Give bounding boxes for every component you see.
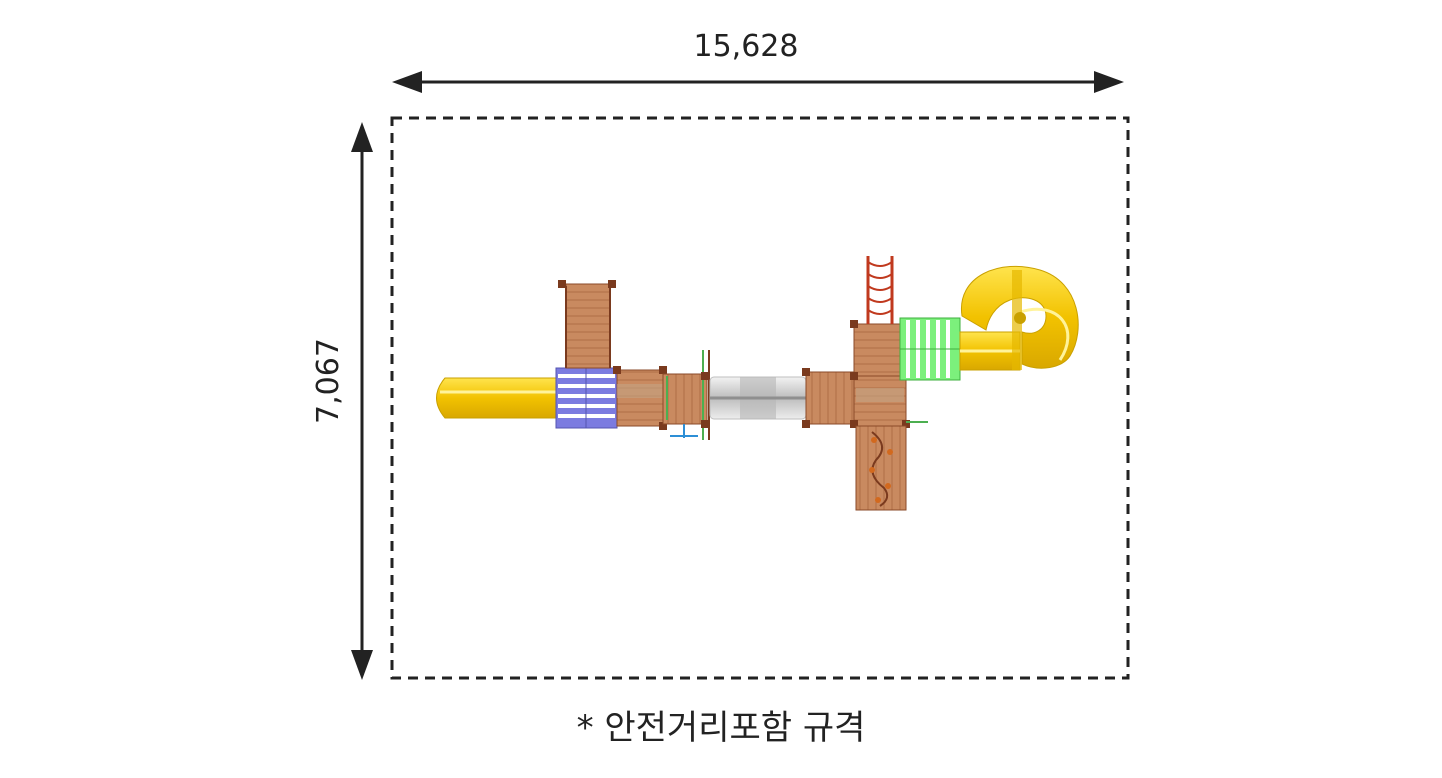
width-arrow-right bbox=[1094, 71, 1124, 93]
width-dimension: 15,628 bbox=[392, 29, 1124, 93]
tower-deck bbox=[850, 320, 928, 428]
climbing-wall bbox=[855, 425, 907, 511]
safety-distance-note: * 안전거리포함 규격 bbox=[576, 708, 866, 748]
straight-slide bbox=[436, 377, 561, 419]
red-ladder bbox=[866, 256, 894, 324]
safety-boundary bbox=[390, 116, 1130, 680]
height-label: 7,067 bbox=[311, 338, 346, 424]
green-panel bbox=[899, 317, 961, 381]
height-dimension: 7,067 bbox=[311, 122, 373, 680]
deck-1 bbox=[613, 366, 667, 430]
deck-3 bbox=[802, 368, 855, 428]
blue-climber bbox=[670, 424, 698, 438]
blue-panel bbox=[555, 367, 618, 429]
tunnel bbox=[709, 376, 807, 420]
deck-2 bbox=[662, 350, 710, 440]
spiral-slide bbox=[959, 265, 1079, 371]
width-arrow-left bbox=[392, 71, 422, 93]
top-left-bridge bbox=[558, 280, 616, 369]
height-arrow-top bbox=[351, 122, 373, 152]
height-arrow-bottom bbox=[351, 650, 373, 680]
width-label: 15,628 bbox=[694, 29, 799, 64]
playground-structure bbox=[436, 256, 1079, 511]
